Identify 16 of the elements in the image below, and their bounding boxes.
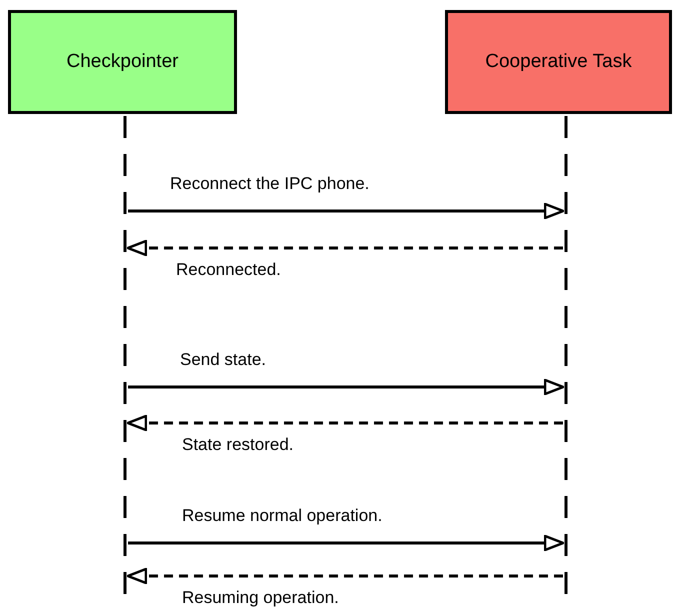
participant-name: Checkpointer — [66, 50, 178, 74]
message-arrow — [126, 568, 563, 584]
message-label: Reconnect the IPC phone. — [170, 175, 370, 192]
participant-box — [8, 10, 237, 114]
message-arrow — [128, 534, 564, 552]
message-label: Resuming operation. — [182, 589, 339, 606]
message-label: Reconnected. — [176, 261, 281, 278]
message-arrow — [126, 414, 563, 432]
message-arrow — [128, 378, 564, 396]
participant-box — [445, 10, 672, 114]
message-arrow — [128, 202, 564, 220]
message-label: Resume normal operation. — [182, 507, 382, 524]
participant-name: Cooperative Task — [485, 50, 632, 74]
message-arrow — [126, 240, 563, 256]
message-label: Send state. — [180, 351, 266, 368]
message-label: State restored. — [182, 436, 294, 453]
